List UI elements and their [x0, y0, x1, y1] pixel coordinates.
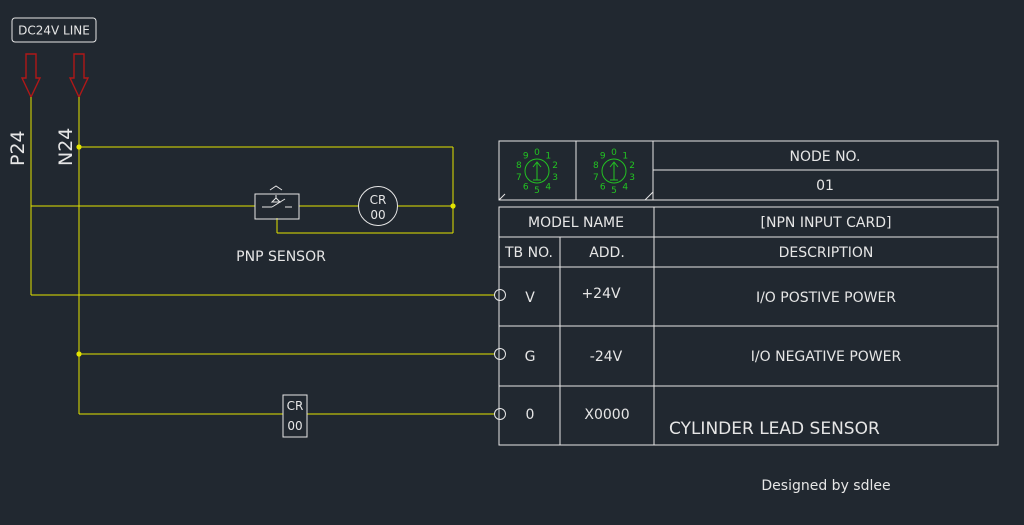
sensor-circuit-wires	[31, 144, 456, 234]
switch-digit: 4	[622, 182, 628, 192]
relay-contact-line2: 00	[287, 419, 302, 433]
switch-digit: 7	[516, 173, 522, 183]
model-name-value: [NPN INPUT CARD]	[761, 215, 892, 231]
n24-arrow-icon	[68, 53, 90, 99]
pnp-sensor-label: PNP SENSOR	[236, 249, 326, 265]
relay-contact-line1: CR	[287, 399, 304, 413]
terminal-g	[494, 348, 506, 360]
dc24v-line-tag: DC24V LINE	[11, 17, 97, 43]
switch-digit: 0	[534, 148, 540, 158]
row-0-tb: 0	[526, 407, 535, 423]
switch-digit: 2	[552, 161, 558, 171]
row-0-address: X0000	[584, 407, 629, 423]
row-g-tb: G	[525, 349, 536, 365]
row-v-description: I/O POSTIVE POWER	[756, 290, 896, 306]
switch-digit: 9	[523, 152, 529, 162]
switch-digit: 6	[523, 182, 529, 192]
switch-digit: 6	[600, 182, 606, 192]
pnp-sensor-symbol	[254, 185, 300, 220]
column-tb-no: TB NO.	[504, 245, 553, 261]
row-g-description: I/O NEGATIVE POWER	[751, 349, 902, 365]
terminal-v	[494, 289, 506, 301]
switch-digit: 8	[593, 161, 599, 171]
node-number-header: NODE NO.	[790, 149, 861, 165]
switch-digit: 1	[622, 152, 628, 162]
node-number-value: 01	[816, 178, 834, 194]
switch-digit: 3	[629, 173, 635, 183]
switch-digit: 7	[593, 173, 599, 183]
relay-coil-line2: 00	[370, 208, 385, 222]
switch-digit: 2	[629, 161, 635, 171]
designer-credit: Designed by sdlee	[761, 478, 890, 494]
switch-digit: 5	[611, 186, 617, 196]
terminal-0	[494, 408, 506, 420]
switch-digit: 3	[552, 173, 558, 183]
p24-arrow-icon	[20, 53, 42, 99]
switch-digit: 5	[534, 186, 540, 196]
dc24v-line-label: DC24V LINE	[18, 24, 90, 38]
n24-label: N24	[55, 128, 77, 166]
relay-contact-symbol: CR 00	[282, 394, 308, 438]
terminal-wires	[31, 294, 494, 415]
row-v-address: +24V	[581, 286, 621, 302]
supply-rails	[30, 97, 80, 414]
relay-coil-symbol: CR 00	[358, 186, 398, 226]
row-v-tb: V	[525, 290, 535, 306]
row-g-address: -24V	[590, 349, 623, 365]
model-name-label: MODEL NAME	[528, 215, 624, 231]
relay-coil-line1: CR	[370, 193, 387, 207]
switch-digit: 9	[600, 152, 606, 162]
p24-label: P24	[7, 130, 29, 166]
switch-digit: 0	[611, 148, 617, 158]
switch-digit: 8	[516, 161, 522, 171]
switch-digit: 4	[545, 182, 551, 192]
column-description: DESCRIPTION	[779, 245, 874, 261]
column-address: ADD.	[589, 245, 625, 261]
switch-digit: 1	[545, 152, 551, 162]
row-0-description: CYLINDER LEAD SENSOR	[669, 419, 880, 439]
